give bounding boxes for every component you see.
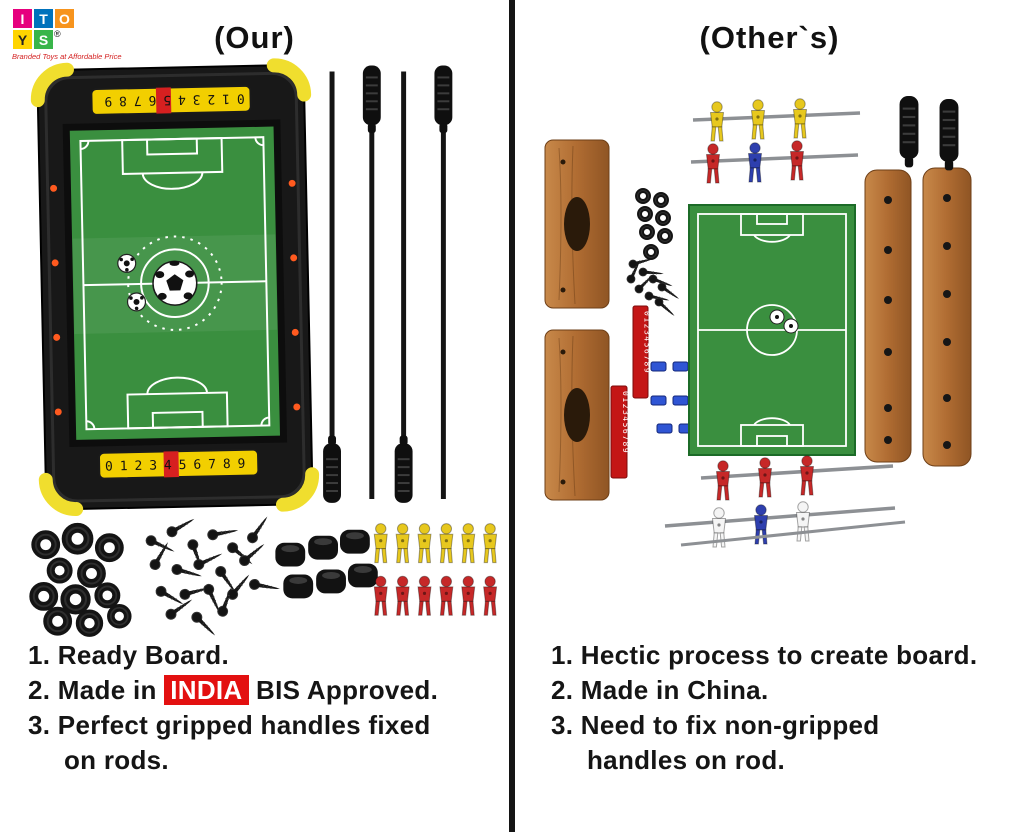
india-highlight: INDIA (164, 675, 249, 705)
rod-red-players (700, 455, 894, 501)
blue-brackets (650, 361, 695, 434)
our-points: 1. Ready Board. 2. Made in INDIA BIS App… (28, 638, 503, 778)
others-panel: (Other`s) (515, 0, 1024, 832)
score-digits-top: 0123456789 (97, 90, 245, 108)
others-title: (Other`s) (699, 20, 840, 55)
brand-logo: I T O Y S ® Branded Toys at Affordable P… (12, 8, 122, 61)
others-point-2: 2. Made in China. (551, 675, 769, 705)
grip-handle-icon (393, 434, 414, 504)
others-points: 1. Hectic process to create board. 2. Ma… (551, 638, 1024, 778)
our-title: (Our) (214, 20, 295, 55)
score-digits-bottom: 0123456789 (105, 457, 253, 475)
score-strip-2: 0123456789 (610, 385, 630, 479)
logo-letter: T (34, 9, 53, 28)
soccer-ball-icon (152, 260, 198, 306)
score-strip-1: 0123456789 (632, 305, 652, 399)
rod-yellow-players (692, 98, 861, 142)
wooden-side-plank-1 (864, 169, 912, 463)
registered-mark: ® (54, 29, 61, 39)
spare-rod (680, 520, 906, 547)
strip-digits: 0123456789 (643, 311, 652, 374)
rod-mixed-players-top (690, 140, 859, 184)
small-ball-icon (769, 309, 799, 334)
logo-letter: Y (13, 30, 32, 49)
field-markings (697, 213, 847, 447)
our-product-art: 0123456789 (0, 58, 498, 640)
rod-mixed-players-bottom (664, 501, 896, 548)
player-figures-yellow (373, 523, 498, 564)
center-divider (509, 0, 515, 832)
logo-tagline: Branded Toys at Affordable Price (12, 52, 122, 61)
wooden-side-plank-2 (922, 167, 972, 467)
others-point-1: 1. Hectic process to create board. (551, 640, 978, 670)
our-point-1: 1. Ready Board. (28, 640, 230, 670)
score-counter-top: 0123456789 (90, 84, 252, 116)
our-panel: I T O Y S ® Branded Toys at Affordable P… (0, 0, 509, 832)
screws-pile (144, 513, 282, 640)
grip-handle-icon (361, 64, 382, 135)
rods-with-handles (322, 64, 454, 504)
wooden-end-panel-2 (544, 329, 610, 501)
score-counter-bottom: 0123456789 (97, 448, 260, 480)
playfield (62, 119, 288, 448)
grip-handle-icon (322, 434, 342, 504)
our-point-3: 3. Perfect gripped handles fixed (28, 710, 431, 740)
small-ball-icon (126, 292, 147, 312)
others-point-3-cont: handles on rod. (587, 745, 786, 775)
logo-letter: S (34, 30, 53, 49)
foosball-board: 0123456789 (30, 58, 320, 516)
wooden-end-panel-1 (544, 139, 610, 309)
others-product-art: 0123456789 0123456789 (544, 94, 972, 548)
small-ball-icon (117, 253, 137, 274)
others-point-3: 3. Need to fix non-gripped (551, 710, 880, 740)
corner-guards (30, 58, 320, 516)
grip-handle-icon (938, 97, 960, 172)
logo-letter-blocks: I T O Y S ® (12, 8, 76, 50)
rod-holes (50, 179, 301, 416)
grip-handle-icon (898, 94, 920, 169)
our-point-3-cont: on rods. (64, 745, 169, 775)
player-figures-red (373, 575, 498, 616)
grip-handle-icon (433, 64, 454, 135)
logo-letter: I (13, 9, 32, 28)
end-caps (275, 529, 378, 599)
field-markings (79, 136, 271, 431)
logo-letter: O (55, 9, 74, 28)
loose-washers (638, 191, 671, 258)
loose-playfield-board (688, 204, 856, 456)
rubber-rings (34, 528, 128, 633)
loose-handles (898, 94, 960, 172)
strip-digits: 0123456789 (621, 391, 630, 454)
our-point-2: 2. Made in INDIA BIS Approved. (28, 675, 439, 705)
